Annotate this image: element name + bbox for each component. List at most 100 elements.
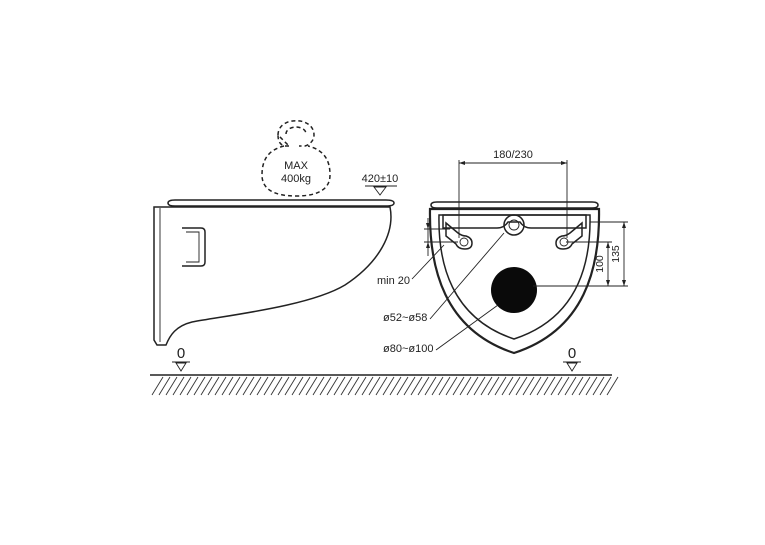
inlet-diameter-leader [429, 232, 505, 320]
hatch-line [557, 376, 570, 396]
hatch-line [158, 376, 171, 396]
hatch-line [543, 376, 556, 396]
hatch-line [592, 376, 605, 396]
hatch-line [487, 376, 500, 396]
min-gap-arrows [426, 223, 430, 248]
hatch-line [305, 376, 318, 396]
hatch-line [515, 376, 528, 396]
min-gap-leader [411, 244, 445, 280]
hatch-line [277, 376, 290, 396]
hatch-line [256, 376, 269, 396]
hatch-line [438, 376, 451, 396]
hatch-line [179, 376, 192, 396]
hatch-line [424, 376, 437, 396]
hatch-line [508, 376, 521, 396]
hatch-line [333, 376, 346, 396]
height-marker-triangle [373, 186, 387, 196]
outlet-diameter-label: ø80~ø100 [383, 343, 433, 355]
hatch-line [263, 376, 276, 396]
water-inlet [503, 214, 525, 236]
front-bowl-inner [438, 214, 591, 340]
hatch-line [522, 376, 535, 396]
hatch-line [494, 376, 507, 396]
water-inlet-inner [508, 219, 520, 231]
hatch-line [193, 376, 206, 396]
hatch-line [606, 376, 619, 396]
hatch-line [382, 376, 395, 396]
hatch-line [172, 376, 185, 396]
hatch-line [578, 376, 591, 396]
min-gap-label: min 20 [377, 275, 410, 287]
load-weight-icon [261, 120, 331, 197]
hatch-line [249, 376, 262, 396]
hatch-line [368, 376, 381, 396]
hatch-line [354, 376, 367, 396]
height-100-label: 100 [594, 255, 606, 273]
bowl-side-profile [153, 206, 392, 346]
front-view: 180/230 min 20 100 135 ø52~ø58 ø80~ø100 … [377, 149, 628, 372]
hatch-line [298, 376, 311, 396]
waste-outlet [491, 267, 537, 313]
hatch-line [151, 376, 164, 396]
hatch-line [396, 376, 409, 396]
hatch-line [459, 376, 472, 396]
hatch-line [445, 376, 458, 396]
hatch-line [403, 376, 416, 396]
front-seat-top [430, 201, 599, 209]
hatch-line [452, 376, 465, 396]
bracket-inner [186, 231, 200, 263]
floor-marker-right-triangle [566, 362, 578, 372]
hatch-line [599, 376, 612, 396]
hatch-line [284, 376, 297, 396]
hatch-line [550, 376, 563, 396]
hatch-line [340, 376, 353, 396]
hatch-line [347, 376, 360, 396]
load-weight-label: 400kg [281, 173, 311, 185]
hatch-line [529, 376, 542, 396]
hatch-line [228, 376, 241, 396]
hatch-line [361, 376, 374, 396]
hatch-line [200, 376, 213, 396]
hatch-line [473, 376, 486, 396]
hatch-line [186, 376, 199, 396]
mounting-slot-right [555, 221, 583, 250]
frame-width-label: 180/230 [493, 149, 533, 161]
hatch-line [207, 376, 220, 396]
floor-hatching [151, 376, 619, 396]
side-view: MAX 400kg 420±10 0 [153, 120, 399, 372]
rear-connection-bracket [182, 227, 206, 267]
hatch-line [165, 376, 178, 396]
mounting-slot-left [445, 221, 473, 250]
inlet-diameter-label: ø52~ø58 [383, 312, 427, 324]
hatch-line [312, 376, 325, 396]
mounting-hole-left [459, 237, 469, 247]
hatch-line [480, 376, 493, 396]
floor-marker-left-triangle [175, 362, 187, 372]
hatch-line [270, 376, 283, 396]
hatch-line [585, 376, 598, 396]
hatch-line [326, 376, 339, 396]
floor-zero-right-label: 0 [568, 345, 576, 362]
hatch-line [417, 376, 430, 396]
hatch-line [221, 376, 234, 396]
hatch-line [501, 376, 514, 396]
hatch-line [242, 376, 255, 396]
hatch-line [214, 376, 227, 396]
hatch-line [466, 376, 479, 396]
hatch-line [235, 376, 248, 396]
load-max-label: MAX [284, 160, 309, 172]
hatch-line [564, 376, 577, 396]
front-bowl-outline [428, 207, 601, 355]
hatch-line [571, 376, 584, 396]
mounting-plate [442, 214, 587, 229]
floor-zero-left-label: 0 [177, 345, 185, 362]
outlet-diameter-leader [435, 304, 499, 351]
hatch-line [410, 376, 423, 396]
hatch-line [431, 376, 444, 396]
height-135-label: 135 [610, 245, 622, 263]
hatch-line [375, 376, 388, 396]
height-dimension-label: 420±10 [362, 173, 399, 185]
seat-lid [167, 199, 395, 207]
hatch-line [291, 376, 304, 396]
